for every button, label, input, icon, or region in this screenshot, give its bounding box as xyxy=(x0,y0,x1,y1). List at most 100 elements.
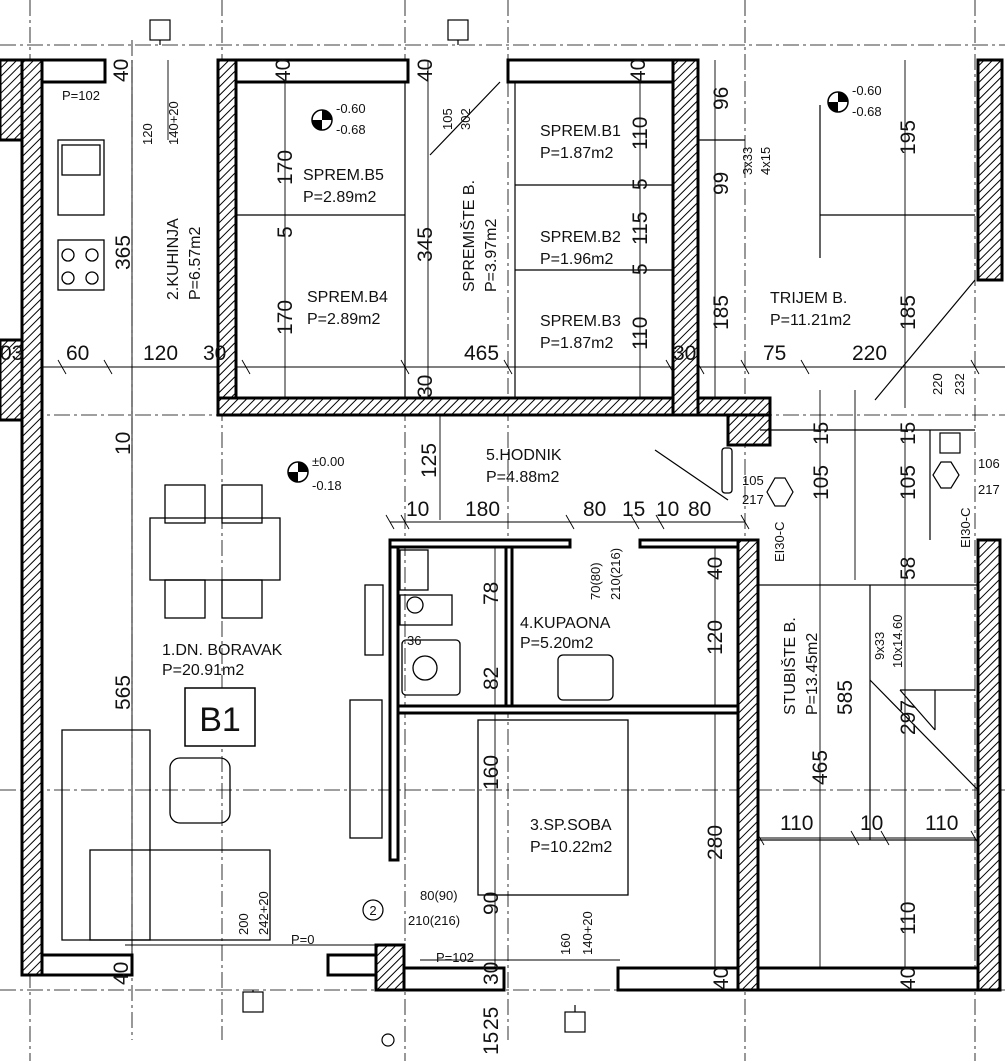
dim-99: 99 xyxy=(710,172,733,195)
dim-10-v: 10 xyxy=(112,432,135,455)
dim-217: 217 xyxy=(742,492,764,507)
section-marker xyxy=(362,899,384,921)
room-name-hallway: 5.HODNIK xyxy=(486,447,562,464)
dim-36: 36 xyxy=(407,633,421,648)
dimension-texts-vertical: 40 40 40 40 96 195 99 185 185 365 345 17… xyxy=(110,59,920,1055)
dim-30b: 30 xyxy=(673,342,696,365)
dim-232: 232 xyxy=(952,373,967,395)
room-name-b2: SPREM.B2 xyxy=(540,229,621,246)
dim-78: 78 xyxy=(480,582,503,605)
dim-465: 465 xyxy=(464,342,499,365)
window-302: 302 xyxy=(458,108,473,130)
room-name-b1: SPREM.B1 xyxy=(540,123,621,140)
dim-10b: 10 xyxy=(656,498,679,521)
dim-30-w: 30 xyxy=(480,962,503,985)
room-name-b3: SPREM.B3 xyxy=(540,313,621,330)
dim-40-a: 40 xyxy=(110,59,133,82)
room-name-bathroom: 4.KUPAONA xyxy=(520,615,611,632)
dim-120: 120 xyxy=(143,342,178,365)
walls xyxy=(0,58,1004,992)
level-top: ±0.00 xyxy=(312,454,344,469)
room-area-porch: P=11.21m2 xyxy=(770,312,851,329)
opening-p102-top: P=102 xyxy=(62,88,100,103)
dim-5-c: 5 xyxy=(629,263,652,275)
step-4x15: 4x15 xyxy=(758,147,773,175)
door-242-20: 242+20 xyxy=(256,891,271,935)
level-top: -0.60 xyxy=(852,83,882,98)
dim-105-b: 105 xyxy=(897,465,920,500)
window-105: 105 xyxy=(440,108,455,130)
dim-345: 345 xyxy=(414,227,437,262)
door-210-216b: 210(216) xyxy=(608,548,623,600)
dim-185-b: 185 xyxy=(897,295,920,330)
door-200: 200 xyxy=(236,913,251,935)
dim-80: 80 xyxy=(583,498,606,521)
room-area-b1: P=1.87m2 xyxy=(540,145,613,162)
dim-185-a: 185 xyxy=(710,295,733,330)
dim-565: 565 xyxy=(112,675,135,710)
dimension-lines xyxy=(0,25,1005,1012)
window-120: 120 xyxy=(140,123,155,145)
dim-5-b: 5 xyxy=(629,178,652,190)
level-marker-porch: -0.60 -0.68 xyxy=(827,83,882,119)
stair-steps: 9x33 xyxy=(872,632,887,660)
room-area-b3: P=1.87m2 xyxy=(540,335,613,352)
dim-170-b: 170 xyxy=(274,300,297,335)
room-area-living: P=20.91m2 xyxy=(162,662,244,679)
room-area-b4: P=2.89m2 xyxy=(307,311,380,328)
partitions xyxy=(236,81,976,540)
level-marker-living: ±0.00 -0.18 xyxy=(287,454,344,493)
unit-label: B1 xyxy=(199,701,241,739)
dim-217b: 217 xyxy=(978,482,1000,497)
room-name-kitchen: 2.KUHINJA xyxy=(165,218,182,300)
window-140-20: 140+20 xyxy=(166,101,181,145)
level-marker-storage: -0.60 -0.68 xyxy=(311,101,366,137)
window-140-20b: 140+20 xyxy=(580,911,595,955)
room-area-bathroom: P=5.20m2 xyxy=(520,635,593,652)
level-bottom: -0.68 xyxy=(852,104,882,119)
room-name-b4: SPREM.B4 xyxy=(307,289,388,306)
dim-30-v: 30 xyxy=(414,375,437,398)
dim-10c: 10 xyxy=(860,812,883,835)
room-area-hallway: P=4.88m2 xyxy=(486,469,559,486)
section-marker-label: 2 xyxy=(369,903,376,918)
dim-30: 30 xyxy=(203,342,226,365)
dim-115: 115 xyxy=(629,212,652,245)
level-bottom: -0.18 xyxy=(312,478,342,493)
dim-105-a: 105 xyxy=(810,465,833,500)
room-area-storage: P=3.97m2 xyxy=(483,219,500,292)
staircase xyxy=(757,584,979,841)
furniture xyxy=(57,139,733,941)
dim-106: 106 xyxy=(978,456,1000,471)
dim-58: 58 xyxy=(897,557,920,580)
opening-annotations: 120 140+20 105 302 3x33 4x15 200 242+20 … xyxy=(140,101,1000,955)
dim-25: 25 xyxy=(480,1007,503,1030)
dim-110-c: 110 xyxy=(897,902,920,935)
dim-160: 160 xyxy=(480,755,503,790)
dim-40-h: 40 xyxy=(897,967,920,990)
dim-40-f: 40 xyxy=(110,962,133,985)
door-80-90: 80(90) xyxy=(420,888,458,903)
dim-110-b: 110 xyxy=(629,317,652,350)
dim-5-a: 5 xyxy=(274,226,297,238)
fire-door-label-b: EI30-C xyxy=(958,508,973,548)
level-bottom: -0.68 xyxy=(336,122,366,137)
dim-220: 220 xyxy=(852,342,887,365)
dim-75: 75 xyxy=(763,342,786,365)
dimension-texts-horizontal: 60 120 30 03 465 30 75 220 10 180 80 15 … xyxy=(0,88,958,965)
door-70-80: 70(80) xyxy=(588,562,603,600)
room-area-b2: P=1.96m2 xyxy=(540,251,613,268)
room-name-bedroom: 3.SP.SOBA xyxy=(530,817,612,834)
dim-280: 280 xyxy=(704,825,727,860)
opening-p0: P=0 xyxy=(291,932,315,947)
level-top: -0.60 xyxy=(336,101,366,116)
dim-105s: 105 xyxy=(742,473,764,488)
fire-door-label: EI30-C xyxy=(772,522,787,562)
room-name-stair: STUBIŠTE B. xyxy=(780,617,799,715)
room-name-living: 1.DN. BORAVAK xyxy=(162,642,283,659)
dim-15-a: 15 xyxy=(810,422,833,445)
room-name-b5: SPREM.B5 xyxy=(303,167,384,184)
window-160: 160 xyxy=(558,933,573,955)
dim-15-b: 15 xyxy=(897,422,920,445)
